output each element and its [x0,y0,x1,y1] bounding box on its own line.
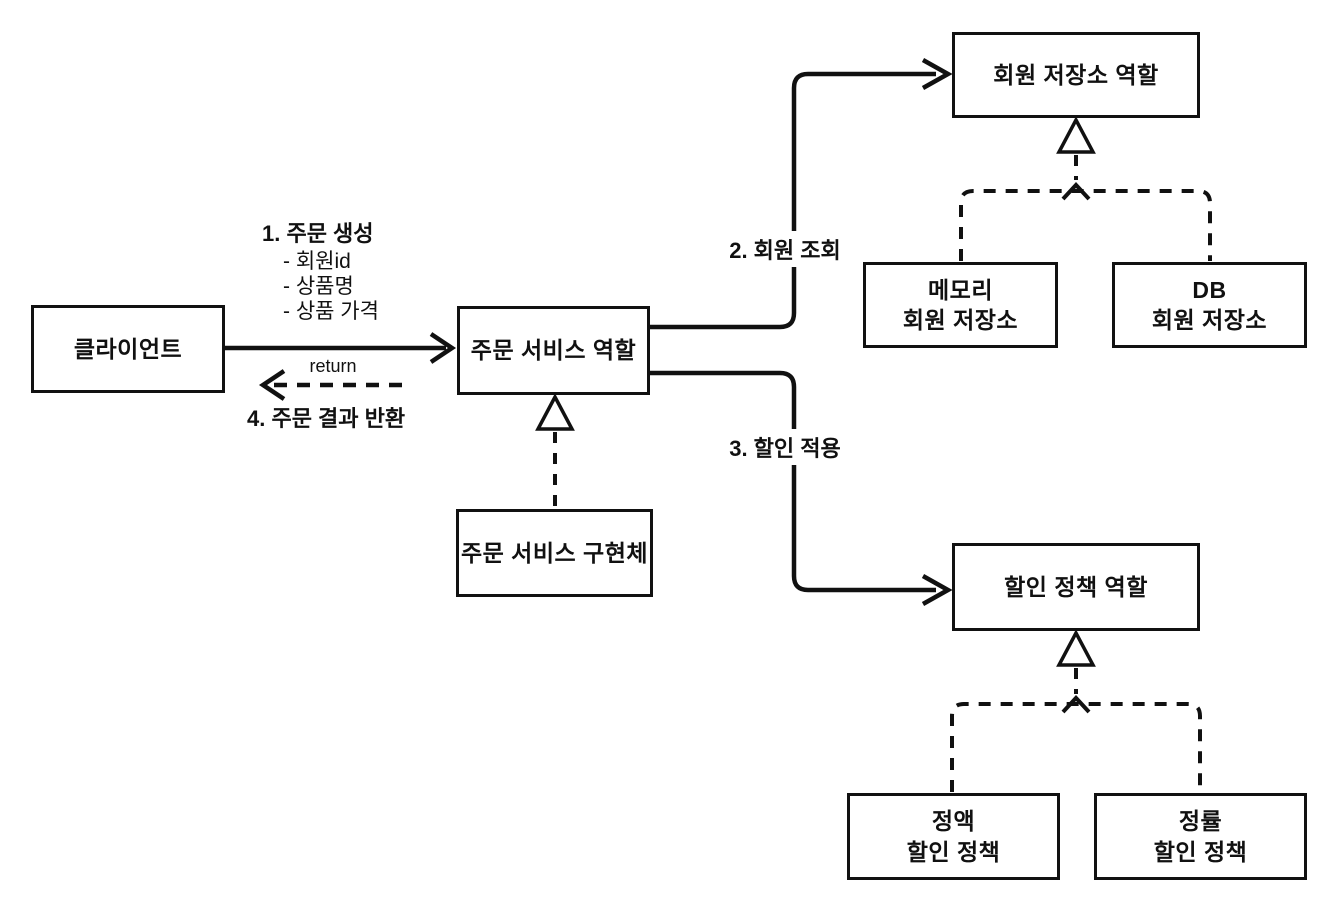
rate-discount-policy-line1: 정률 [1178,808,1223,835]
memory-member-repo-box: 메모리 회원 저장소 [863,262,1058,348]
step1-item-member-id: - 회원id [283,250,351,273]
order-service-impl-label: 주문 서비스 구현체 [460,539,649,566]
order-impl-generalization [535,393,575,508]
return-label: return [309,356,357,376]
merge-chevron-icon [1061,182,1091,201]
memory-member-repo-line2: 회원 저장소 [902,307,1019,333]
discount-policy-generalization [950,629,1202,792]
fixed-discount-policy-line2: 할인 정책 [906,838,1001,865]
step4-label: 4. 주문 결과 반환 [247,406,406,431]
db-member-repo-line2: 회원 저장소 [1151,307,1268,333]
db-member-repo-line1: DB [1192,276,1227,303]
client-to-order-service-arrow [225,332,457,364]
step2-label: 2. 회원 조회 [712,231,858,267]
db-member-repo-box: DB 회원 저장소 [1112,262,1307,348]
member-repo-role-box: 회원 저장소 역할 [952,32,1200,118]
rate-discount-policy-box: 정률 할인 정책 [1094,793,1307,880]
client-box-label: 클라이언트 [73,335,183,362]
member-repo-generalization [959,116,1212,261]
order-to-discount-policy-arrow [650,370,953,606]
generalization-triangle-icon [1056,629,1096,667]
client-box: 클라이언트 [31,305,225,393]
fixed-discount-policy-line1: 정액 [931,808,976,835]
generalization-triangle-icon [1056,116,1096,154]
step1-title-label: 1. 주문 생성 [262,221,374,246]
order-service-role-label: 주문 서비스 역할 [470,337,637,364]
step1-item-product-price: - 상품 가격 [283,300,379,323]
generalization-triangle-icon [535,393,575,431]
order-to-member-repo-arrow [650,58,953,330]
discount-policy-role-label: 할인 정책 역할 [1004,573,1148,600]
member-repo-role-label: 회원 저장소 역할 [993,61,1159,88]
order-service-impl-box: 주문 서비스 구현체 [456,509,653,597]
step1-items: - 회원id - 상품명 - 상품 가격 [283,249,379,324]
step3-label: 3. 할인 적용 [712,429,858,465]
merge-chevron-icon [1061,695,1091,714]
memory-member-repo-line1: 메모리 [928,276,993,303]
arrowhead-left-icon [258,369,286,401]
arrowhead-right-icon [921,574,953,606]
discount-policy-role-box: 할인 정책 역할 [952,543,1200,631]
fixed-discount-policy-box: 정액 할인 정책 [847,793,1060,880]
arrowhead-right-icon [921,58,953,90]
arrowhead-right-icon [429,332,457,364]
step1-item-product-name: - 상품명 [283,275,354,298]
rate-discount-policy-line2: 할인 정책 [1153,838,1248,865]
return-dashed-arrow [258,369,405,401]
order-service-role-box: 주문 서비스 역할 [457,306,650,395]
